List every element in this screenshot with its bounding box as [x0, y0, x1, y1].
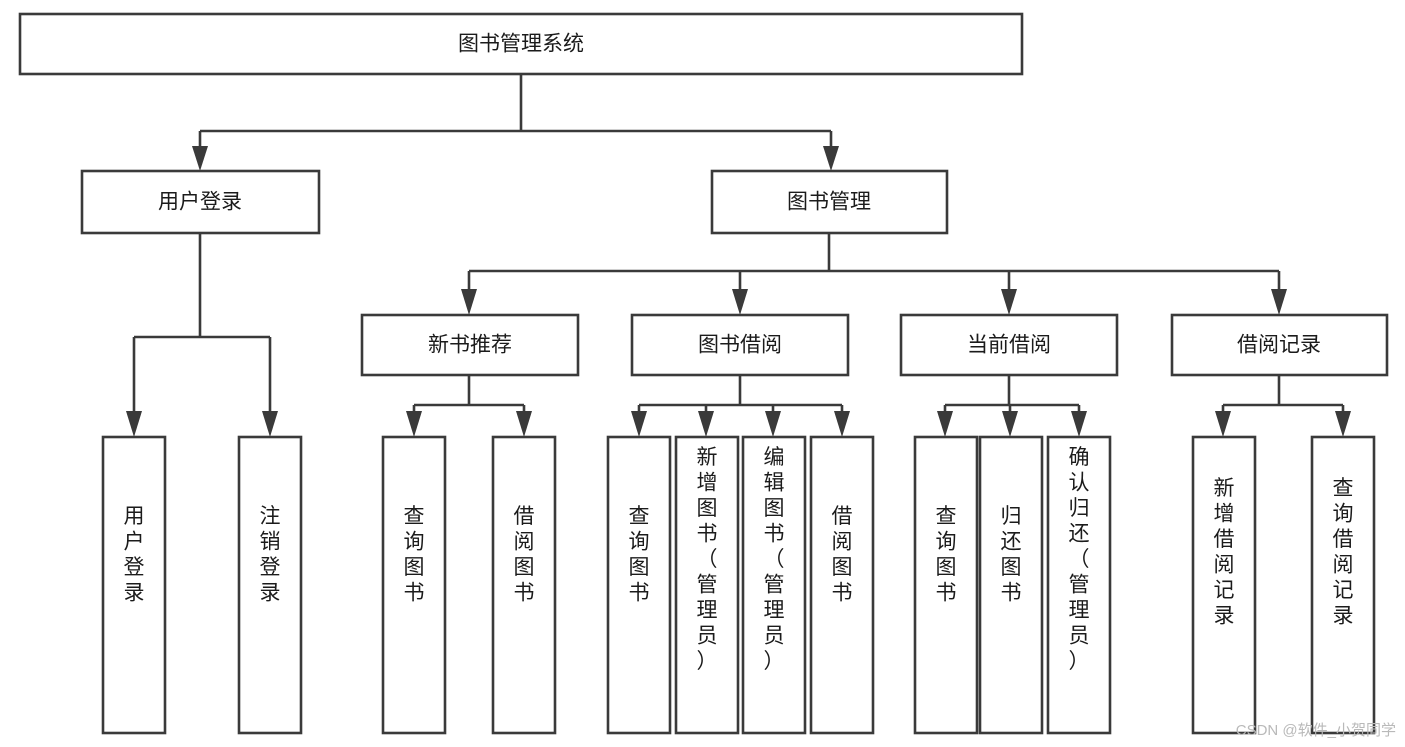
- arrow-to-book-management: [823, 146, 839, 171]
- node-leaf-query-record[interactable]: 查询借阅记录: [1310, 435, 1376, 735]
- arrow-to-leaf-edit-book: [765, 411, 781, 437]
- arrowhead-layer: [126, 146, 1351, 437]
- arrow-to-leaf-query-book-2: [631, 411, 647, 437]
- arrow-to-leaf-borrow-book-1: [516, 411, 532, 437]
- connector-userlogin-bus: [132, 233, 272, 420]
- node-leaf-borrow-book-1-box[interactable]: [491, 435, 557, 735]
- connector-bookmgmt-bus: [467, 233, 1281, 298]
- node-leaf-add-record-box[interactable]: [1191, 435, 1257, 735]
- node-leaf-user-logout-label: 注销登录: [260, 505, 281, 605]
- node-leaf-return-book-label: 归还图书: [1001, 505, 1022, 605]
- node-root-box[interactable]: [18, 12, 1024, 76]
- node-leaf-query-book-2-label: 查询图书: [629, 505, 650, 605]
- node-leaf-borrow-book-2[interactable]: 借阅图书: [809, 435, 875, 735]
- arrow-to-leaf-query-book-3: [937, 411, 953, 437]
- node-leaf-query-book-2-box[interactable]: [606, 435, 672, 735]
- node-leaf-query-book-3-box[interactable]: [913, 435, 979, 735]
- node-leaf-edit-book[interactable]: 编辑图书（管理员）: [741, 435, 807, 735]
- arrow-to-leaf-add-book: [698, 411, 714, 437]
- node-leaf-confirm-return[interactable]: 确认归还（管理员）: [1046, 435, 1112, 735]
- arrow-to-leaf-user-logout: [262, 411, 278, 437]
- node-book-borrow-box[interactable]: [630, 313, 850, 377]
- node-borrow-record-box[interactable]: [1170, 313, 1389, 377]
- arrow-to-user-login: [192, 146, 208, 171]
- arrow-to-leaf-query-record: [1335, 411, 1351, 437]
- node-new-book-recommend-label: 新书推荐: [428, 334, 512, 357]
- node-borrow-record-label: 借阅记录: [1237, 334, 1321, 357]
- node-leaf-confirm-return-label: 确认归还（管理员）: [1069, 446, 1090, 673]
- node-leaf-add-book[interactable]: 新增图书（管理员）: [674, 435, 740, 735]
- node-leaf-borrow-book-1[interactable]: 借阅图书: [491, 435, 557, 735]
- arrow-to-leaf-borrow-book-2: [834, 411, 850, 437]
- node-leaf-borrow-book-2-box[interactable]: [809, 435, 875, 735]
- node-book-management-box[interactable]: [710, 169, 949, 235]
- node-book-borrow-label: 图书借阅: [698, 334, 782, 357]
- node-book-management-label: 图书管理: [787, 191, 871, 214]
- arrow-to-leaf-user-login: [126, 411, 142, 437]
- node-leaf-edit-book-box[interactable]: [741, 435, 807, 735]
- node-leaf-return-book[interactable]: 归还图书: [978, 435, 1044, 735]
- node-book-borrow[interactable]: 图书借阅: [630, 313, 850, 377]
- node-leaf-query-book-1[interactable]: 查询图书: [381, 435, 447, 735]
- node-current-borrow-box[interactable]: [899, 313, 1119, 377]
- node-leaf-user-login-label: 用户登录: [124, 505, 145, 605]
- connector-bookborrow-bus: [637, 375, 844, 420]
- connector-root-bus: [198, 74, 833, 156]
- node-leaf-query-record-label: 查询借阅记录: [1333, 477, 1354, 628]
- node-leaf-edit-book-label: 编辑图书（管理员）: [764, 446, 785, 673]
- node-leaf-add-book-box[interactable]: [674, 435, 740, 735]
- arrow-to-leaf-confirm-return: [1071, 411, 1087, 437]
- node-new-book-recommend[interactable]: 新书推荐: [360, 313, 580, 377]
- node-leaf-add-record-label: 新增借阅记录: [1214, 477, 1235, 628]
- connector-borrowrecord-bus: [1221, 375, 1345, 420]
- node-leaf-confirm-return-box[interactable]: [1046, 435, 1112, 735]
- node-current-borrow-label: 当前借阅: [967, 334, 1051, 357]
- arrow-to-leaf-query-book-1: [406, 411, 422, 437]
- node-new-book-recommend-box[interactable]: [360, 313, 580, 377]
- arrow-to-current-borrow: [1001, 289, 1017, 315]
- arrow-to-book-borrow: [732, 289, 748, 315]
- node-leaf-query-book-1-box[interactable]: [381, 435, 447, 735]
- node-current-borrow[interactable]: 当前借阅: [899, 313, 1119, 377]
- node-leaf-borrow-book-2-label: 借阅图书: [832, 505, 853, 605]
- csdn-watermark: CSDN @软件_小贺同学: [1236, 722, 1396, 739]
- connector-layer: [132, 74, 1345, 420]
- connector-newbook-bus: [412, 375, 526, 420]
- node-leaf-query-record-box[interactable]: [1310, 435, 1376, 735]
- node-book-management[interactable]: 图书管理: [710, 169, 949, 235]
- node-root[interactable]: 图书管理系统: [18, 12, 1024, 76]
- node-user-login-label: 用户登录: [158, 191, 242, 214]
- arrow-to-leaf-add-record: [1215, 411, 1231, 437]
- node-leaf-query-book-3-label: 查询图书: [936, 505, 957, 605]
- node-leaf-query-book-1-label: 查询图书: [404, 505, 425, 605]
- node-leaf-query-book-2[interactable]: 查询图书: [606, 435, 672, 735]
- arrow-to-borrow-record: [1271, 289, 1287, 315]
- arrow-to-leaf-return-book: [1002, 411, 1018, 437]
- node-leaf-borrow-book-1-label: 借阅图书: [514, 505, 535, 605]
- node-leaf-query-book-3[interactable]: 查询图书: [913, 435, 979, 735]
- node-root-label: 图书管理系统: [458, 33, 584, 56]
- node-leaf-add-record[interactable]: 新增借阅记录: [1191, 435, 1257, 735]
- node-leaf-user-logout[interactable]: 注销登录: [237, 435, 303, 735]
- node-leaf-user-login-box[interactable]: [101, 435, 167, 735]
- node-borrow-record[interactable]: 借阅记录: [1170, 313, 1389, 377]
- node-leaf-return-book-box[interactable]: [978, 435, 1044, 735]
- node-user-login-box[interactable]: [80, 169, 321, 235]
- node-leaf-user-logout-box[interactable]: [237, 435, 303, 735]
- node-user-login[interactable]: 用户登录: [80, 169, 321, 235]
- node-leaf-user-login[interactable]: 用户登录: [101, 435, 167, 735]
- arrow-to-new-book-recommend: [461, 289, 477, 315]
- node-leaf-add-book-label: 新增图书（管理员）: [697, 446, 718, 673]
